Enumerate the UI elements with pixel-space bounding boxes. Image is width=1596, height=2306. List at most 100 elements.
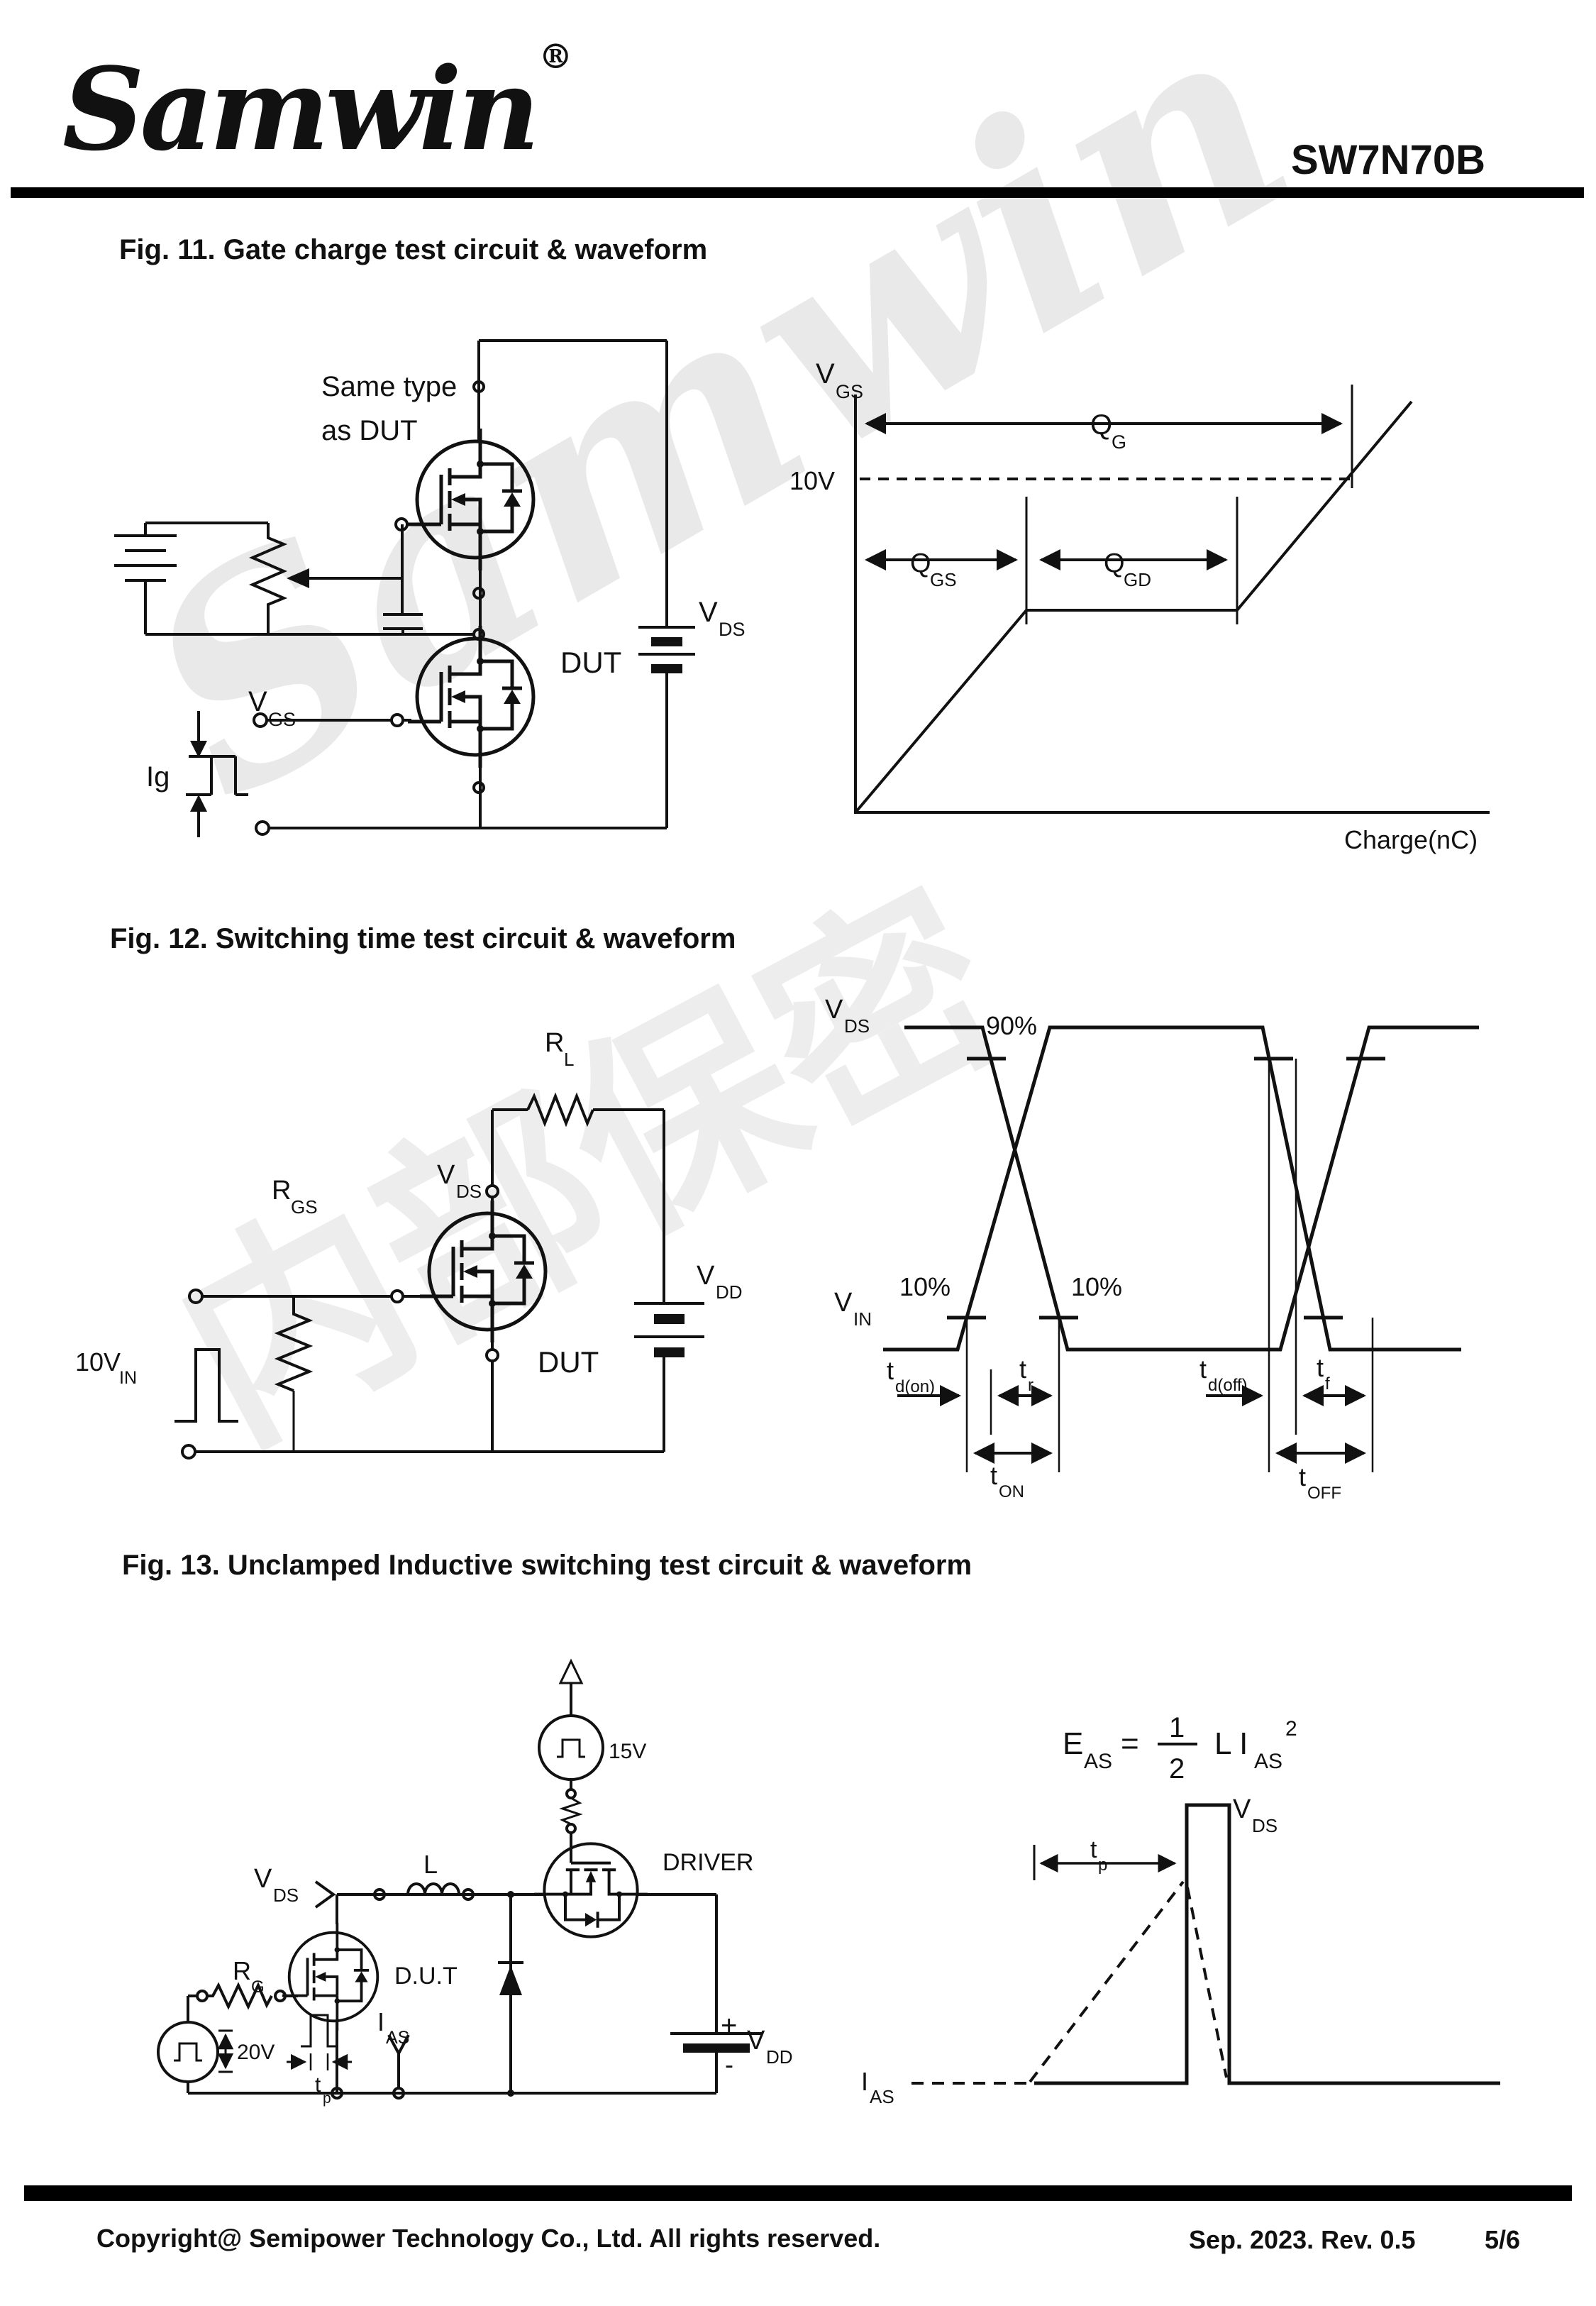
footer-page-number: 5/6	[1485, 2225, 1521, 2254]
terminal	[253, 712, 268, 728]
qgs-sub: GS	[930, 569, 957, 590]
battery-plate	[683, 2043, 750, 2053]
battery-plate	[654, 1347, 685, 1357]
vgs-curve	[854, 400, 1413, 814]
vgs-axis-sub: GS	[836, 381, 863, 402]
ig-label: Ig	[146, 761, 170, 793]
same-type-label2: as DUT	[321, 415, 418, 446]
inductor-l	[406, 1882, 460, 1895]
tr-label: t	[1019, 1355, 1026, 1384]
battery-plate	[651, 664, 682, 673]
axes	[854, 395, 1490, 814]
node	[472, 781, 485, 794]
vin-sub: IN	[119, 1368, 137, 1388]
v15-label: 15V	[609, 1740, 646, 1763]
vgs-axis-label: V	[816, 358, 835, 390]
t-off-label: t	[1299, 1462, 1306, 1491]
td-on-label: t	[887, 1356, 894, 1385]
ias-label: I	[377, 2007, 384, 2036]
vds-trace	[904, 1025, 1479, 1352]
pulse-source-20v	[157, 2021, 219, 2083]
top-rail	[477, 339, 667, 441]
fig12-circuit	[174, 1092, 704, 1460]
battery-vdd	[634, 1302, 704, 1338]
fig13-waveform-labels: E AS = 1 2 L I AS 2 V DS t p I AS	[861, 1712, 1297, 2107]
fig13-circuit-labels: 15V DRIVER L V DS D.U.T R G 20V t p I AS…	[233, 1740, 793, 2107]
vgs-label: V	[248, 686, 267, 717]
ias-label: I	[861, 2067, 868, 2096]
ig-arrowhead-down-icon	[190, 741, 207, 758]
qg-sub: G	[1112, 431, 1126, 453]
node	[485, 1348, 499, 1362]
wire	[144, 522, 474, 636]
td-off-label: t	[1199, 1355, 1207, 1384]
node	[565, 1788, 577, 1799]
mosfet-dut-icon	[280, 1921, 379, 2032]
td-off-sub: d(off)	[1208, 1376, 1248, 1395]
node	[373, 1888, 386, 1901]
vin-pulse-icon	[174, 1348, 238, 1423]
terminal	[255, 820, 270, 836]
tp-label: t	[315, 2073, 321, 2097]
fig12-waveform-labels: V DS 90% V IN 10% 10% t d(on) t r t d(of…	[825, 995, 1341, 1503]
equals-sign: =	[1121, 1726, 1139, 1761]
rg-label: R	[233, 1956, 251, 1985]
v20-label: 20V	[237, 2041, 275, 2064]
qg-label: Q	[1090, 409, 1112, 441]
vgs-sub: GS	[268, 709, 296, 730]
terminal	[188, 1289, 204, 1304]
t-on-label: t	[990, 1461, 997, 1490]
tr-sub: r	[1028, 1376, 1033, 1395]
vdd-sub: DD	[716, 1281, 743, 1303]
fig12-title: Fig. 12. Switching time test circuit & w…	[110, 923, 736, 954]
vdd-label: V	[697, 1261, 715, 1291]
driver-label: DRIVER	[663, 1849, 753, 1876]
tf-label: t	[1317, 1353, 1324, 1382]
l-label: L	[423, 1850, 438, 1879]
fig12-circuit-labels: R L V DS R GS 10V IN DUT V DD	[75, 1028, 743, 1388]
tp-sub: p	[323, 2090, 331, 2107]
qgs-label: Q	[910, 548, 931, 578]
vds-sub: DS	[844, 1015, 870, 1037]
node	[394, 517, 409, 531]
squared-sup: 2	[1285, 1717, 1297, 1740]
plus-sign: +	[721, 2010, 737, 2041]
node	[472, 380, 485, 393]
rg-sub: G	[251, 1977, 265, 1997]
battery-source	[114, 534, 177, 582]
tf-sub: f	[1325, 1374, 1330, 1394]
eas-sub: AS	[1084, 1750, 1112, 1773]
rgs-sub: GS	[291, 1196, 318, 1218]
ig-arrowhead-up-icon	[190, 795, 207, 812]
tp-pulse-icon	[301, 2014, 338, 2048]
part-number: SW7N70B	[1291, 137, 1485, 183]
rgs-label: R	[272, 1176, 291, 1206]
capacitor	[383, 613, 423, 634]
node	[196, 1990, 209, 2002]
li-label: L I	[1214, 1726, 1248, 1761]
fig12-waveform	[883, 1025, 1479, 1472]
vds-pulse-trace	[1034, 1803, 1500, 2085]
header-rule	[11, 187, 1584, 198]
junction-dot	[507, 1891, 514, 1898]
t-off-sub: OFF	[1307, 1484, 1341, 1503]
vin-label: 10V	[75, 1347, 121, 1377]
fig11-waveform	[854, 385, 1490, 814]
node	[390, 713, 404, 727]
up-arrowhead-icon	[558, 1658, 584, 1684]
brand-logo-text: Samwin	[62, 43, 540, 176]
dut-label: DUT	[560, 646, 621, 679]
wiper-arrow-icon	[287, 568, 309, 588]
fraction-numerator: 1	[1169, 1712, 1185, 1743]
fig13-waveform	[911, 1743, 1500, 2085]
mosfet-same-type-icon	[408, 429, 533, 570]
mosfet-dut-icon	[408, 626, 533, 768]
vds-label: V	[699, 597, 718, 628]
eas-label: E	[1063, 1726, 1083, 1761]
pulse-glyph-icon	[557, 1738, 585, 1758]
vds-label: V	[825, 995, 843, 1025]
vdd-sub: DD	[766, 2046, 793, 2068]
mosfet-driver-icon	[534, 1836, 648, 1937]
node	[485, 1184, 499, 1198]
ig-pulse-icon	[186, 755, 248, 796]
